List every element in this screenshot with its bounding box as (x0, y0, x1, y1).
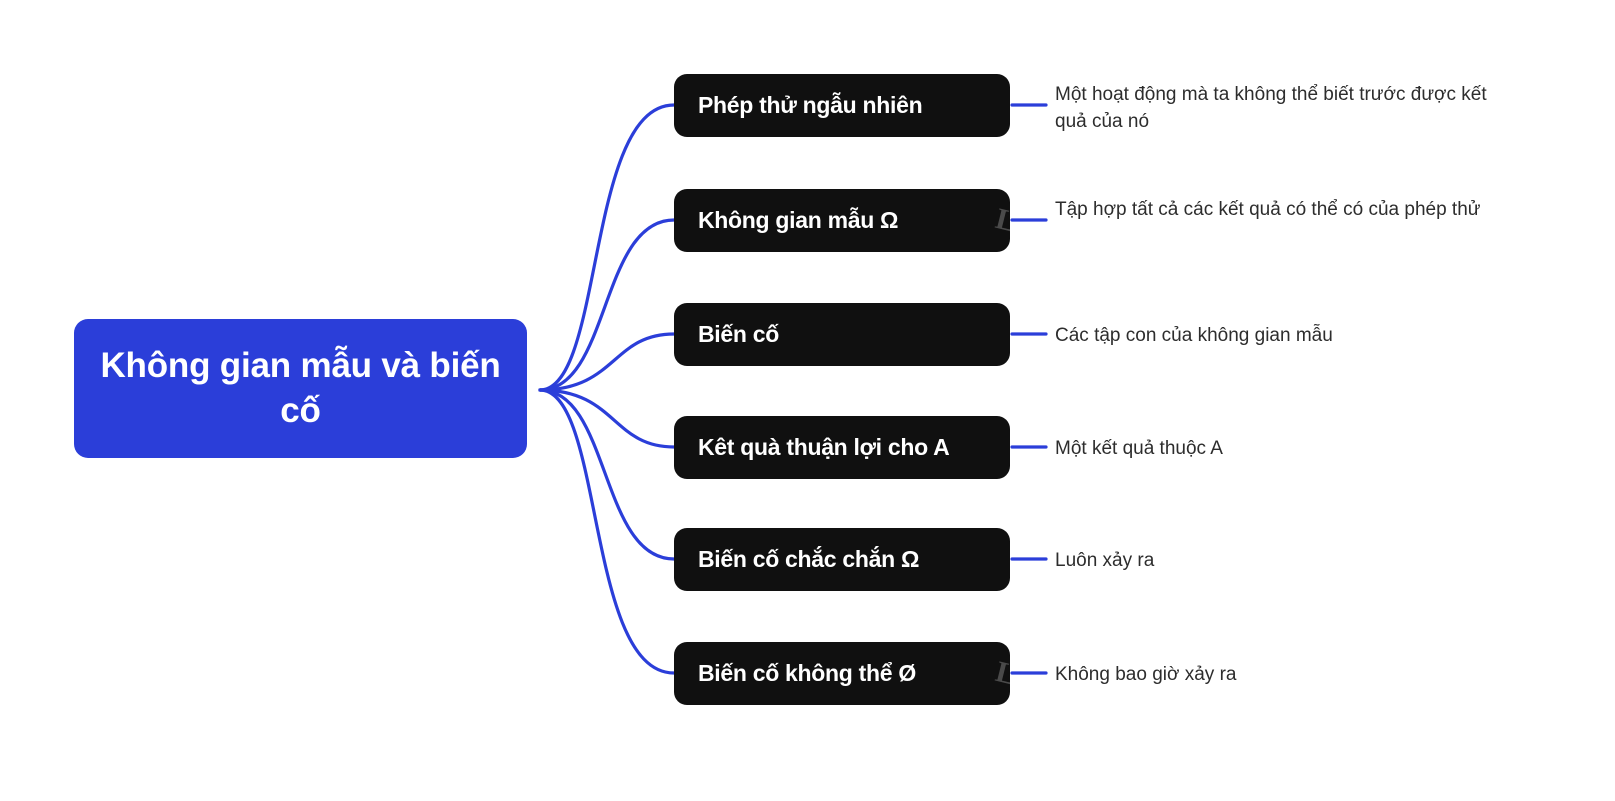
branch-node-2[interactable]: Không gian mẫu Ω L (674, 189, 1010, 252)
root-node-label: Không gian mẫu và biến cố (100, 345, 501, 430)
branch-description-2: Tập hợp tất cả các kết quả có thể có của… (1055, 199, 1481, 220)
branch-node-6-label: Biến cố không thể Ø (698, 660, 916, 686)
branch-description-3: Các tập con của không gian mẫu (1055, 325, 1333, 346)
branch-node-5[interactable]: Biến cố chắc chắn Ω (674, 528, 1010, 591)
branch-node-3-label: Biến cố (698, 321, 779, 347)
branch-description-6: Không bao giờ xảy ra (1055, 664, 1237, 685)
connector-branch-1 (538, 103, 676, 392)
connector-branch-2 (538, 218, 676, 392)
branch-node-3[interactable]: Biến cố (674, 303, 1010, 366)
branch-description-1: Một hoạt động mà ta không thể biết trước… (1055, 84, 1487, 132)
branch-node-4[interactable]: Kêt quà thuận lợi cho A (674, 416, 1010, 479)
branch-node-2-watermark: L (992, 201, 1010, 239)
root-node[interactable]: Không gian mẫu và biến cố (74, 319, 527, 458)
connector-branch-3 (538, 332, 676, 392)
connector-branch-4 (538, 388, 676, 449)
branch-node-5-label: Biến cố chắc chắn Ω (698, 546, 920, 572)
branch-node-1-label: Phép thử ngẫu nhiên (698, 92, 923, 118)
connector-branch-6 (538, 388, 676, 675)
branch-node-2-label: Không gian mẫu Ω (698, 207, 899, 233)
branch-node-1[interactable]: Phép thử ngẫu nhiên (674, 74, 1010, 137)
connector-branch-5 (538, 388, 676, 561)
branch-node-6-watermark: L (992, 654, 1010, 692)
branch-description-5: Luôn xảy ra (1055, 550, 1155, 571)
branch-node-6[interactable]: Biến cố không thể Ø L (674, 642, 1010, 705)
branch-node-4-label: Kêt quà thuận lợi cho A (698, 434, 950, 460)
branch-description-4: Một kết quả thuộc A (1055, 438, 1223, 459)
